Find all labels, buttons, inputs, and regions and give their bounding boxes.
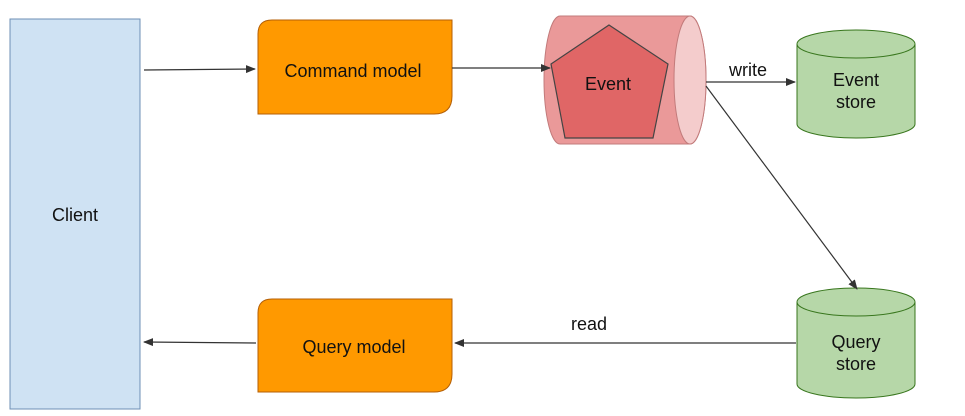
event-store-label-line1: Event <box>833 70 879 90</box>
event-store[interactable]: Event store <box>796 29 916 139</box>
read-edge-label: read <box>571 314 607 334</box>
event-pentagon <box>550 24 669 139</box>
query-model-label: Query model <box>302 337 405 357</box>
event-store-top <box>796 29 916 59</box>
arrow-client-to-command <box>143 65 256 74</box>
query-store[interactable]: Query store <box>796 287 916 399</box>
query-model-box[interactable]: Query model <box>257 298 453 393</box>
command-model-box[interactable]: Command model <box>257 19 453 115</box>
arrow-query-model-to-client <box>143 338 257 347</box>
arrow-event-to-query-store <box>705 85 858 290</box>
event-queue[interactable]: Event <box>543 15 707 145</box>
client-box[interactable]: Client <box>9 18 141 410</box>
event-queue-end <box>673 15 707 145</box>
command-model-label: Command model <box>284 61 421 81</box>
client-label: Client <box>52 205 98 225</box>
query-store-label-line1: Query <box>831 332 880 352</box>
write-edge-label: write <box>728 60 767 80</box>
event-label: Event <box>585 74 631 94</box>
event-store-label-line2: store <box>836 92 876 112</box>
query-store-top <box>796 287 916 317</box>
query-store-label-line2: store <box>836 354 876 374</box>
